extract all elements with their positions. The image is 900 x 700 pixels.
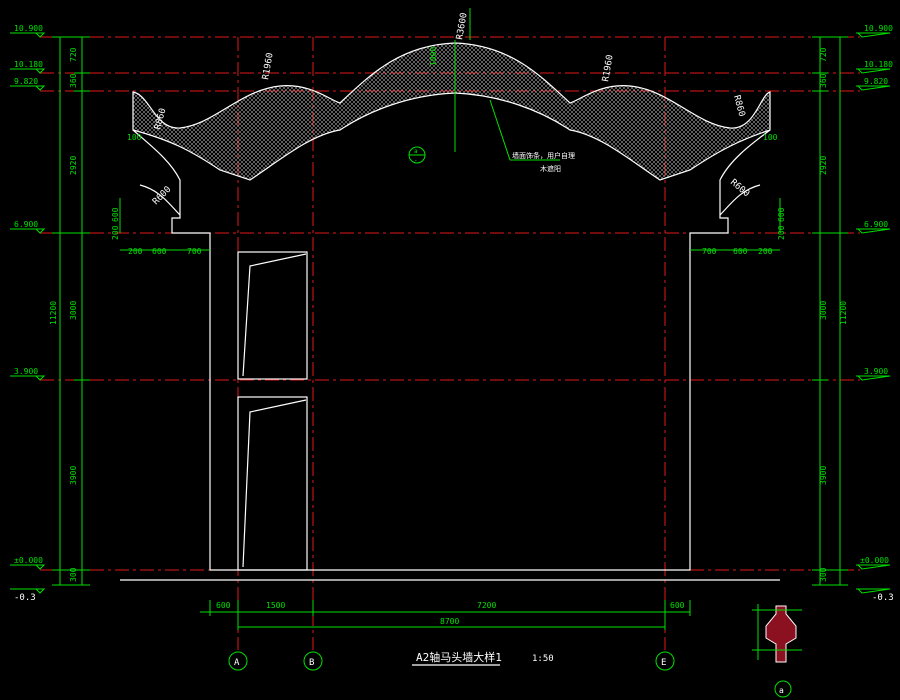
note-line2: 木遮阳 [540, 164, 561, 173]
dim-h-l-in: 700 [187, 247, 202, 256]
title-block: A2轴马头墙大样1 1:50 [412, 650, 554, 666]
label-end-right: 100 [763, 133, 778, 142]
dim-h-r-in: 700 [702, 247, 717, 256]
window-upper [237, 251, 308, 380]
window-lower [237, 396, 308, 571]
dim-chains [52, 8, 848, 630]
dim-r-top: 720 [819, 47, 828, 62]
elev-r-2: 9.820 [864, 77, 888, 86]
axis-label-e: E [661, 658, 666, 668]
gable-hatch-band [132, 42, 771, 181]
dim-l-base: 300 [69, 567, 78, 582]
radius-mid-right: R1960 [601, 54, 616, 82]
dim-l-side-a: 600 [111, 207, 120, 222]
elev-l-6: -0.3 [14, 593, 36, 603]
dim-r-total: 11200 [839, 301, 848, 325]
gable-wall [120, 42, 780, 581]
label-end-left: 100 [127, 133, 142, 142]
dim-r-wall1: 3000 [819, 301, 828, 320]
elev-l-3: 6.900 [14, 220, 38, 229]
dim-r-side-a: 600 [777, 207, 786, 222]
axis-bubbles: A B E [228, 651, 675, 671]
elev-l-1: 10.180 [14, 60, 43, 69]
radius-mid-left: R1960 [261, 52, 276, 80]
dim-l-side-b: 200 [111, 225, 120, 240]
dim-l-upper: 2920 [69, 156, 78, 175]
dim-l-top: 720 [69, 47, 78, 62]
dim-l-wall2: 3900 [69, 466, 78, 485]
dim-h-r-mid: 600 [733, 247, 748, 256]
dim-l-mid: 360 [69, 73, 78, 88]
dim-h-l-side: 200 [128, 247, 143, 256]
elev-l-2: 9.820 [14, 77, 38, 86]
elev-l-5: ±0.000 [14, 556, 43, 565]
dim-r-wall2: 3900 [819, 466, 828, 485]
note-line1: 墙面饰条，用户自理 [512, 151, 575, 160]
dim-b-1: 600 [216, 601, 231, 610]
elev-r-4: 3.900 [864, 367, 888, 376]
dim-b-2: 1500 [266, 601, 285, 610]
elevations-right: 10.900 10.180 9.820 6.900 3.900 ±0.000 -… [856, 24, 894, 603]
dim-b-3: 7200 [477, 601, 496, 610]
dim-h-r-side: 200 [758, 247, 773, 256]
detail-ref-bubble: a - [408, 146, 426, 164]
detail-ref-sym2: - [414, 157, 418, 164]
dim-r-upper: 2920 [819, 156, 828, 175]
elev-r-1: 10.180 [864, 60, 893, 69]
radius-top: R3600 [455, 12, 470, 40]
section-detail: a [752, 604, 802, 698]
section-ref-label: a [779, 686, 784, 695]
horizontal-dim-texts: 200 600 700 700 600 200 600 1500 7200 60… [128, 247, 773, 626]
dim-b-4: 600 [670, 601, 685, 610]
elevations-left: 10.900 10.180 9.820 6.900 3.900 ±0.000 -… [10, 24, 46, 603]
dim-h-l-mid: 600 [152, 247, 167, 256]
radius-labels: R3600 R1960 R1960 R860 R860 R600 R600 10… [127, 12, 778, 207]
dim-r-side-b: 200 [777, 225, 786, 240]
detail-ref-sym: a [414, 148, 418, 155]
dim-r-mid: 360 [819, 73, 828, 88]
axis-label-a: A [234, 658, 240, 668]
elev-r-5: ±0.000 [860, 556, 889, 565]
vertical-dim-texts: 720 360 2920 3000 3900 300 11200 600 200… [49, 47, 848, 582]
dim-l-total: 11200 [49, 301, 58, 325]
drawing-scale: 1:50 [532, 654, 554, 664]
elev-r-3: 6.900 [864, 220, 888, 229]
axis-label-b: B [309, 658, 314, 668]
dim-b-total: 8700 [440, 617, 459, 626]
elev-r-0: 10.900 [864, 24, 893, 33]
note: 墙面饰条，用户自理 木遮阳 [512, 151, 575, 173]
radius-end-right: R860 [731, 94, 746, 118]
elev-l-4: 3.900 [14, 367, 38, 376]
dim-r-base: 300 [819, 567, 828, 582]
dim-l-wall1: 3000 [69, 301, 78, 320]
drawing-title: A2轴马头墙大样1 [416, 650, 502, 664]
label-top-mid: 1000 [429, 47, 438, 66]
elev-r-6: -0.3 [872, 593, 894, 603]
elev-l-0: 10.900 [14, 24, 43, 33]
